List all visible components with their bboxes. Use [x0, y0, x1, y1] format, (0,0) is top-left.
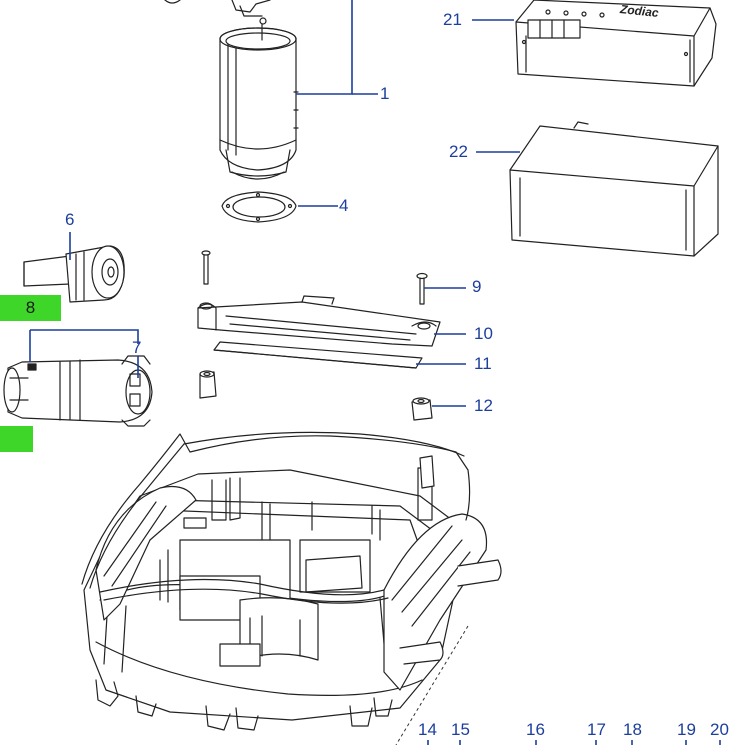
spacer-post-left[interactable]: [199, 370, 217, 399]
top-fragment-parts: [164, 0, 271, 17]
callout-17[interactable]: 17: [587, 720, 606, 739]
callout-6[interactable]: 6: [65, 210, 75, 229]
callout-19[interactable]: 19: [677, 720, 696, 739]
drive-motor[interactable]: [3, 355, 153, 427]
callout-11[interactable]: 11: [474, 354, 492, 373]
controller-unit[interactable]: [515, 0, 717, 87]
handle-bar[interactable]: [81, 431, 471, 604]
gasket[interactable]: [221, 191, 297, 223]
strip[interactable]: [213, 341, 423, 369]
callout-18[interactable]: 18: [623, 720, 642, 739]
callout-12[interactable]: 12: [474, 396, 493, 415]
leader-lines: [29, 0, 721, 745]
callout-20[interactable]: 20: [710, 720, 729, 739]
callout-10[interactable]: 10: [474, 324, 493, 343]
highlight-part-8[interactable]: 8: [0, 295, 61, 321]
callout-15[interactable]: 15: [451, 720, 470, 739]
screw-9[interactable]: [416, 272, 428, 305]
callout-21[interactable]: 21: [443, 10, 462, 29]
highlight-empty[interactable]: [0, 426, 33, 452]
mounting-bracket[interactable]: [197, 295, 441, 347]
callout-22[interactable]: 22: [449, 142, 468, 161]
motor-canister[interactable]: [219, 17, 299, 180]
side-track-right[interactable]: [383, 513, 502, 691]
assembly-dash-line: [395, 625, 469, 745]
callout-1[interactable]: 1: [380, 84, 390, 103]
callout-4[interactable]: 4: [339, 196, 349, 215]
drive-roller[interactable]: [23, 245, 125, 303]
callout-8: 8: [25, 298, 36, 317]
screw-left[interactable]: [201, 250, 211, 285]
callout-9[interactable]: 9: [472, 277, 482, 296]
callout-7[interactable]: 7: [132, 338, 142, 357]
callout-14[interactable]: 14: [418, 720, 437, 739]
spacer-post-12[interactable]: [411, 397, 433, 421]
side-track-left[interactable]: [95, 485, 197, 621]
callout-16[interactable]: 16: [526, 720, 545, 739]
power-supply-box[interactable]: [509, 121, 719, 257]
